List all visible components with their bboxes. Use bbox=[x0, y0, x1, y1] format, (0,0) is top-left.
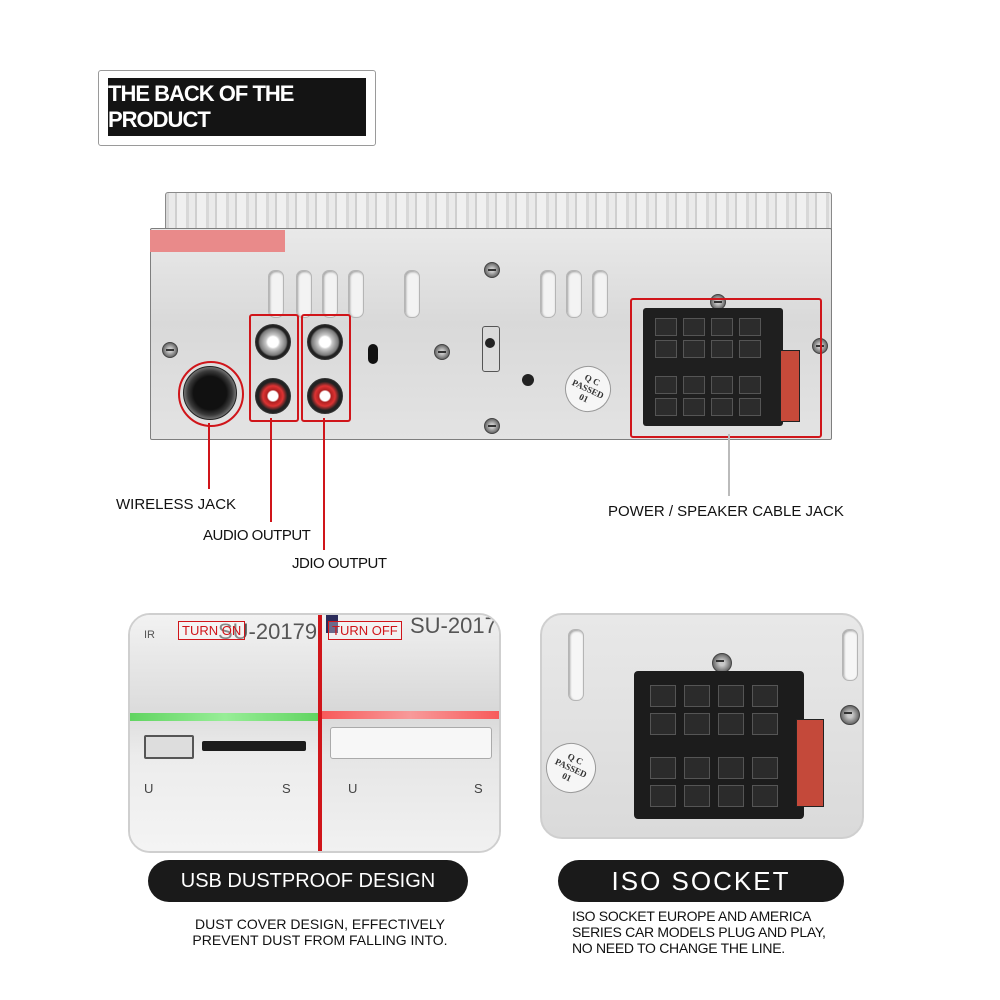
page-title: THE BACK OF THE PRODUCT bbox=[108, 78, 366, 136]
vent-slot bbox=[540, 270, 556, 318]
turn-on-tag: TURN ON bbox=[178, 621, 246, 640]
iso-desc-line3: NO NEED TO CHANGE THE LINE. bbox=[572, 940, 785, 956]
fuse bbox=[796, 719, 824, 807]
fuse bbox=[780, 350, 800, 422]
green-light bbox=[130, 713, 320, 721]
leader-line bbox=[323, 418, 325, 550]
panel-hole bbox=[522, 374, 534, 386]
dust-cover bbox=[330, 727, 492, 759]
leader-line bbox=[270, 418, 272, 522]
iso-jack-highlight bbox=[630, 298, 822, 438]
unit-top-casing bbox=[165, 192, 832, 234]
model-label: SU-2017 bbox=[410, 613, 497, 638]
usb-dustproof-photo: IR SU-20179 TURN ON U S SU-2017 TURN OFF… bbox=[128, 613, 501, 853]
rca-jack-white bbox=[255, 324, 291, 360]
s-label: S bbox=[474, 781, 483, 796]
vent-slot bbox=[568, 629, 584, 701]
panel-hole bbox=[368, 344, 378, 364]
vent-slot bbox=[348, 270, 364, 318]
antenna-mount bbox=[482, 326, 500, 372]
vent-slot bbox=[322, 270, 338, 318]
iso-description: ISO SOCKET EUROPE AND AMERICA SERIES CAR… bbox=[572, 908, 872, 956]
ir-label: IR bbox=[144, 629, 155, 641]
callout-audio-output: AUDIO OUTPUT bbox=[203, 527, 311, 544]
rca-jack-red bbox=[255, 378, 291, 414]
red-sticker bbox=[150, 230, 285, 252]
callout-audio-output-2: JDIO OUTPUT bbox=[292, 555, 387, 572]
u-label: U bbox=[348, 781, 358, 796]
iso-connector bbox=[634, 671, 804, 819]
screw bbox=[162, 342, 178, 358]
turn-off-tag: TURN OFF bbox=[328, 621, 402, 640]
iso-socket-title: ISO SOCKET bbox=[558, 860, 844, 902]
dark-block bbox=[326, 615, 338, 633]
vent-slot bbox=[566, 270, 582, 318]
sd-slot bbox=[202, 741, 306, 751]
vent-slot bbox=[404, 270, 420, 318]
vent-slot bbox=[268, 270, 284, 318]
screw bbox=[434, 344, 450, 360]
usb-description: DUST COVER DESIGN, EFFECTIVELY PREVENT D… bbox=[170, 916, 470, 948]
qc-sticker: Q C PASSED 01 bbox=[542, 734, 605, 802]
screw bbox=[484, 418, 500, 434]
callout-power-speaker: POWER / SPEAKER CABLE JACK bbox=[608, 503, 844, 520]
leader-line bbox=[208, 423, 210, 489]
usb-port bbox=[144, 735, 194, 759]
u-label: U bbox=[144, 781, 154, 796]
iso-connector bbox=[643, 308, 783, 426]
rca-jack-red bbox=[307, 378, 343, 414]
red-light bbox=[322, 711, 499, 719]
usb-desc-line2: PREVENT DUST FROM FALLING INTO. bbox=[192, 932, 448, 948]
vent-slot bbox=[842, 629, 858, 681]
antenna-hole bbox=[485, 338, 495, 348]
usb-dustproof-title: USB DUSTPROOF DESIGN bbox=[148, 860, 468, 902]
iso-desc-line2: SERIES CAR MODELS PLUG AND PLAY, bbox=[572, 924, 826, 940]
iso-desc-line1: ISO SOCKET EUROPE AND AMERICA bbox=[572, 908, 812, 924]
audio-output-2-highlight bbox=[301, 314, 351, 422]
audio-output-highlight bbox=[249, 314, 299, 422]
s-label: S bbox=[282, 781, 291, 796]
screw bbox=[484, 262, 500, 278]
vent-slot bbox=[592, 270, 608, 318]
rca-jack-white bbox=[307, 324, 343, 360]
wireless-jack bbox=[183, 366, 237, 420]
wireless-jack-highlight bbox=[178, 361, 244, 427]
callout-wireless-jack: WIRELESS JACK bbox=[116, 496, 237, 513]
usb-closed-view: SU-2017 TURN OFF U S bbox=[322, 615, 499, 851]
vent-slot bbox=[296, 270, 312, 318]
usb-open-view: IR SU-20179 TURN ON U S bbox=[130, 615, 320, 851]
leader-line bbox=[728, 434, 730, 496]
screw bbox=[712, 653, 732, 673]
divider-line bbox=[318, 615, 322, 851]
iso-socket-photo: Q C PASSED 01 bbox=[540, 613, 864, 839]
screw bbox=[840, 705, 860, 725]
usb-desc-line1: DUST COVER DESIGN, EFFECTIVELY bbox=[195, 916, 445, 932]
